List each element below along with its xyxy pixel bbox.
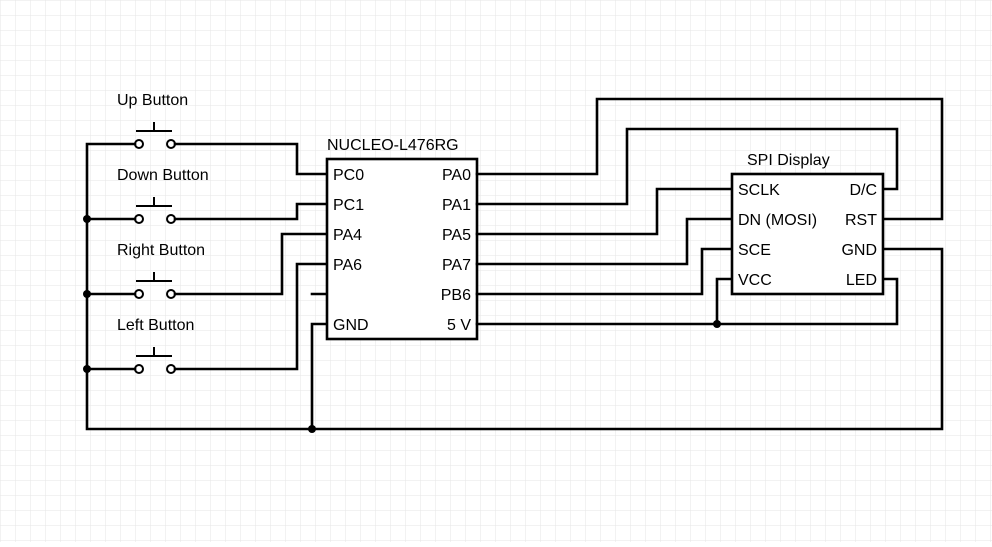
button-wires [85,142,944,431]
button-label-left: Left Button [117,317,194,334]
junction-dots [83,215,721,433]
mcu-pin-pa6: PA6 [333,257,362,274]
mcu-pin-5v: 5 V [447,317,471,334]
button-label-right: Right Button [117,242,205,259]
display-title: SPI Display [747,152,830,169]
mcu-block: NUCLEO-L476RG PC0 PC1 PA4 PA6 GND PA0 PA… [325,137,479,341]
button-label-up: Up Button [117,92,188,109]
mcu-pin-pb6: PB6 [441,287,471,304]
display-pin-dc: D/C [849,182,877,199]
display-pin-rst: RST [845,212,877,229]
display-pin-led: LED [846,272,877,289]
mcu-pin-pa4: PA4 [333,227,362,244]
mcu-pin-pc1: PC1 [333,197,364,214]
button-label-down: Down Button [117,167,209,184]
mcu-pin-pc0: PC0 [333,167,364,184]
mcu-pin-pa0: PA0 [442,167,471,184]
mcu-pin-pa5: PA5 [442,227,471,244]
display-pin-gnd: GND [841,242,877,259]
spi-display-block: SPI Display SCLK DN (MOSI) SCE VCC D/C R… [730,152,885,296]
display-pin-dn-mosi: DN (MOSI) [738,212,817,229]
button-down: Down Button [117,167,209,224]
button-right: Right Button [117,242,205,299]
display-pin-sce: SCE [738,242,771,259]
display-pin-vcc: VCC [738,272,772,289]
mcu-title: NUCLEO-L476RG [327,137,459,154]
mcu-pin-gnd: GND [333,317,369,334]
display-pin-sclk: SCLK [738,182,780,199]
mcu-pin-pa1: PA1 [442,197,471,214]
mcu-pin-pa7: PA7 [442,257,471,274]
display-wires [475,97,944,326]
